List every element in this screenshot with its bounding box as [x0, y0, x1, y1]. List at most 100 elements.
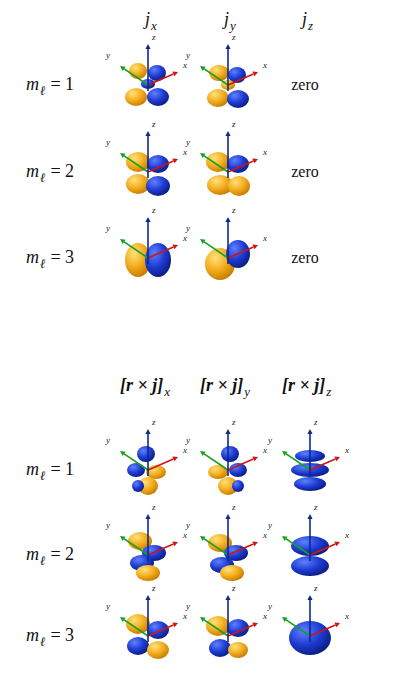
x-axis-arrow — [228, 245, 258, 258]
axis-label: x — [183, 446, 187, 455]
axis-label: x — [263, 148, 267, 157]
axis-label: y — [268, 436, 272, 445]
x-axis-arrow — [228, 623, 258, 636]
axis-label: x — [183, 234, 187, 243]
axis-label: x — [345, 446, 349, 455]
subscript: ℓ — [40, 635, 45, 648]
z-axis-arrow — [145, 514, 150, 561]
orbital-figure — [128, 532, 166, 581]
subscript: y — [230, 19, 236, 32]
axis-label: x — [263, 61, 267, 70]
x-axis-arrow — [310, 623, 340, 636]
z-axis-arrow — [225, 429, 230, 476]
x-axis-arrow — [310, 542, 340, 555]
row-value: = 2 — [50, 162, 74, 180]
y-axis-arrow — [200, 536, 228, 555]
z-axis-arrow — [225, 131, 230, 178]
x-axis-arrow — [148, 245, 178, 258]
axis-label: z — [232, 206, 236, 215]
axis-label: z — [152, 33, 156, 42]
axis-label: z — [232, 418, 236, 427]
subscript: ℓ — [40, 554, 45, 567]
axis-label: x — [263, 531, 267, 540]
column-header: j — [224, 10, 229, 28]
y-axis-arrow — [282, 536, 310, 555]
x-axis-arrow — [228, 159, 258, 172]
axis-label: z — [152, 206, 156, 215]
y-axis-arrow — [120, 153, 148, 172]
row-label: m — [26, 248, 39, 266]
subscript: z — [326, 385, 331, 398]
axis-label: z — [152, 418, 156, 427]
y-axis-arrow — [120, 451, 148, 470]
y-axis-arrow — [120, 239, 148, 258]
axis-label: z — [314, 584, 318, 593]
axis-label: x — [183, 148, 187, 157]
axis-label: y — [268, 521, 272, 530]
row-value: = 1 — [50, 460, 74, 478]
axis-label: z — [232, 120, 236, 129]
y-axis-arrow — [120, 617, 148, 636]
axis-label: z — [314, 418, 318, 427]
y-axis-arrow — [120, 66, 148, 85]
x-axis-arrow — [148, 457, 178, 470]
x-axis-arrow — [148, 72, 178, 85]
axis-label: y — [186, 602, 190, 611]
row-label: m — [26, 75, 39, 93]
y-axis-arrow — [200, 153, 228, 172]
axis-label: z — [232, 503, 236, 512]
row-label: m — [26, 162, 39, 180]
y-axis-arrow — [282, 617, 310, 636]
y-axis-arrow — [200, 451, 228, 470]
subscript: z — [308, 19, 313, 32]
axis-label: y — [106, 51, 110, 60]
row-label: m — [26, 460, 39, 478]
orbital-figure — [125, 63, 169, 106]
y-axis-arrow — [282, 451, 310, 470]
axis-label: x — [183, 612, 187, 621]
column-header: [r × j] — [282, 376, 325, 394]
axis-label: x — [263, 612, 267, 621]
zero-note: zero — [291, 164, 319, 180]
axis-label: x — [345, 531, 349, 540]
axis-label: z — [232, 33, 236, 42]
row-value: = 3 — [50, 626, 74, 644]
axis-label: z — [152, 584, 156, 593]
axis-label: y — [106, 224, 110, 233]
x-axis-arrow — [310, 457, 340, 470]
subscript: ℓ — [40, 257, 45, 270]
column-header: [r × j] — [120, 376, 163, 394]
axis-label: x — [263, 234, 267, 243]
column-header: j — [145, 10, 150, 28]
z-axis-arrow — [307, 595, 312, 642]
column-header: [r × j] — [200, 376, 243, 394]
axis-label: z — [152, 120, 156, 129]
z-axis-arrow — [225, 595, 230, 642]
z-axis-arrow — [225, 44, 230, 91]
axis-label: x — [183, 531, 187, 540]
z-axis-arrow — [145, 44, 150, 91]
row-value: = 1 — [50, 75, 74, 93]
z-axis-arrow — [145, 131, 150, 178]
z-axis-arrow — [145, 429, 150, 476]
subscript: ℓ — [40, 84, 45, 97]
z-axis-arrow — [307, 514, 312, 561]
x-axis-arrow — [148, 542, 178, 555]
z-axis-arrow — [145, 595, 150, 642]
axis-label: z — [232, 584, 236, 593]
axis-label: z — [314, 503, 318, 512]
row-value: = 2 — [50, 545, 74, 563]
orbital-figure — [127, 446, 166, 495]
axis-label: y — [106, 521, 110, 530]
x-axis-arrow — [148, 623, 178, 636]
axis-label: x — [263, 446, 267, 455]
zero-note: zero — [291, 250, 319, 266]
subscript: ℓ — [40, 171, 45, 184]
y-axis-arrow — [120, 536, 148, 555]
zero-note: zero — [291, 77, 319, 93]
z-axis-arrow — [307, 429, 312, 476]
z-axis-arrow — [225, 217, 230, 264]
x-axis-arrow — [148, 159, 178, 172]
subscript: ℓ — [40, 469, 45, 482]
axis-label: y — [106, 602, 110, 611]
